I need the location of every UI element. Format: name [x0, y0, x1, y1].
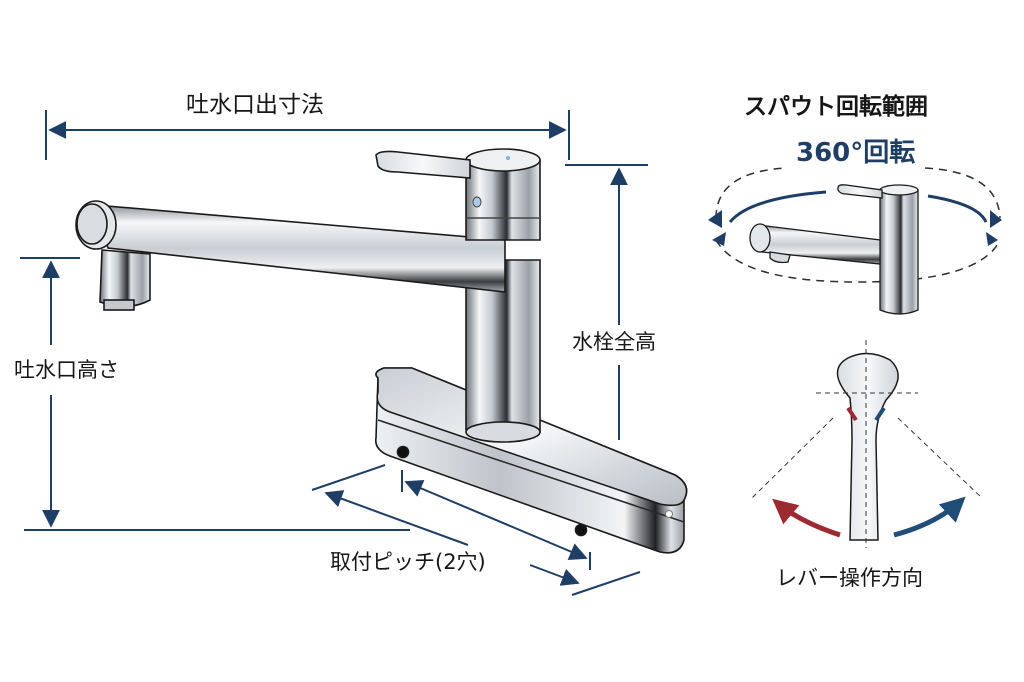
cold-direction-arrow — [893, 496, 966, 538]
hot-mark — [846, 406, 858, 422]
spout-reach-dimension — [45, 110, 570, 160]
arrow-right-top — [990, 210, 1002, 228]
spout-height-dimension — [20, 257, 410, 531]
spout-rotation-value: 360°回転 — [796, 138, 916, 168]
arrow-left-bottom — [712, 232, 726, 246]
mounting-pitch-dimension — [311, 464, 641, 596]
small-faucet — [749, 184, 919, 315]
arrow-right-bottom — [986, 232, 998, 246]
spout-reach-label: 吐水口出寸法 — [186, 92, 324, 118]
total-height-dimension — [565, 164, 648, 440]
rotation-dashed-ellipse — [715, 167, 1001, 283]
lever-shape — [836, 352, 899, 541]
mounting-pitch-label: 取付ピッチ(2穴) — [330, 550, 486, 574]
rotation-solid-arc — [728, 190, 988, 223]
arrow-left-top — [708, 210, 722, 228]
spout-rotation-diagram — [708, 167, 1002, 315]
lever-operation-diagram — [751, 340, 983, 548]
hot-direction-arrow — [772, 498, 841, 538]
spout-rotation-title: スパウト回転範囲 — [744, 94, 928, 120]
total-height-label: 水栓全高 — [572, 330, 656, 354]
spout-height-label: 吐水口高さ — [14, 358, 119, 382]
cold-mark — [874, 406, 886, 422]
lever-operation-title: レバー操作方向 — [776, 566, 923, 590]
main-faucet — [75, 148, 688, 554]
